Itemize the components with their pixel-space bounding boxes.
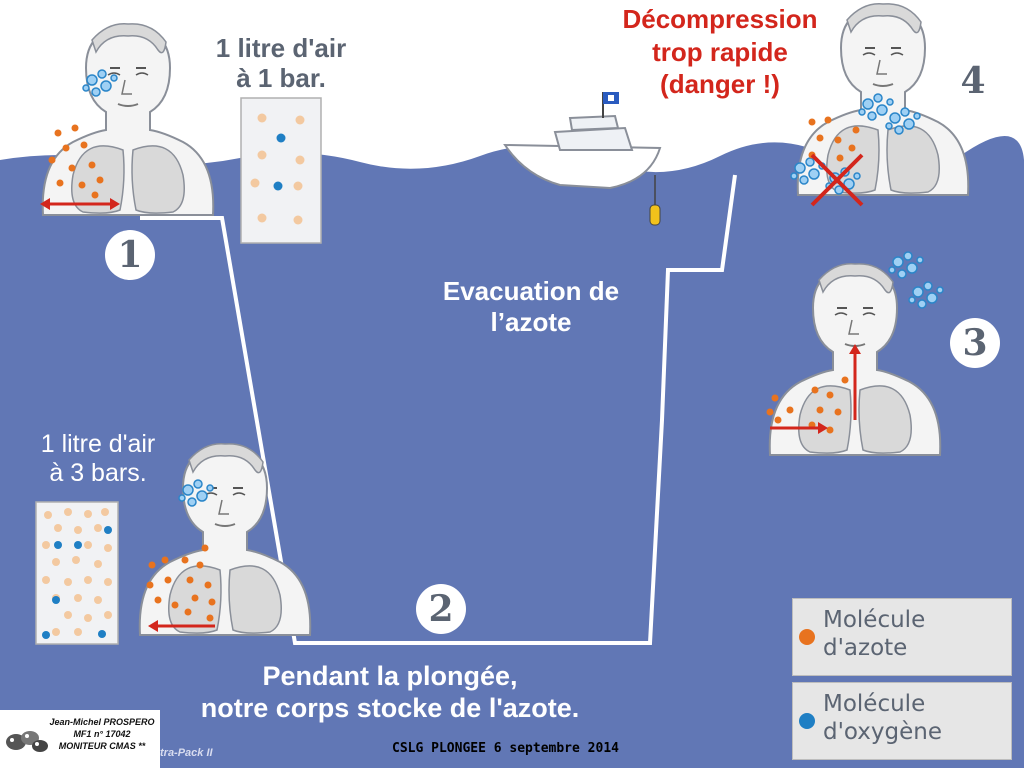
stage-number-1: 1 [105,230,155,280]
stage-number-3: 3 [950,318,1000,368]
nitrogen-dots-stage3 [766,376,849,434]
stage2-caption: Pendant la plongée, notre corps stocke d… [160,660,620,725]
air-box-1bar [240,97,322,244]
stage1-caption-line1: 1 litre d'air [215,33,347,63]
stage3-caption-line2: l’azote [490,307,572,338]
author-line3: MONITEUR CMAS ** [58,741,146,752]
stage1-caption-line2: à 1 bar. [236,62,326,93]
nitrogen-dots-stage1 [48,124,104,199]
stage4-caption-line2: trop rapide [652,36,788,67]
legend-oxygen-label: Molécule d'oxygène [823,691,942,746]
nitrogen-dots-stage2 [146,544,216,622]
buoy [649,204,661,226]
nitrogen-dots-stage4 [808,116,860,162]
author-line2: MF1 n° 17042 [73,729,131,740]
author-badge: Jean-Michel PROSPERO MF1 n° 17042 MONITE… [0,710,160,768]
legend-nitrogen-label: Molécule d'azote [823,607,925,662]
stage2-caption-line2: notre corps stocke de l'azote. [200,693,580,724]
boat [503,92,662,226]
legend-nitrogen: Molécule d'azote [792,598,1012,676]
legend-oxygen: Molécule d'oxygène [792,682,1012,760]
stage4-caption-line3: (danger !) [660,69,780,99]
stage3-caption: Evacuation de l’azote [410,276,652,338]
dive-profile-path [140,174,737,645]
oxygen-dot-icon [799,713,815,729]
stage2-caption-line1: Pendant la plongée, [262,661,518,691]
fish-logo-icon [6,731,48,752]
legend-oxygen-line2: d'oxygène [823,718,942,745]
stage4-caption: Décompression trop rapide (danger !) [580,3,860,101]
pressure-caption-line1: 1 litre d'air [40,430,156,458]
legend-nitrogen-line2: d'azote [823,634,908,661]
legend-nitrogen-line1: Molécule [823,607,926,633]
air-box-3bars [35,501,119,645]
legend-oxygen-line1: Molécule [823,691,926,717]
stage4-caption-line1: Décompression [622,4,818,34]
author-name: Jean-Michel PROSPERO [49,717,155,727]
stage1-caption: 1 litre d'air à 1 bar. [186,33,376,94]
software-watermark: tra-Pack II [160,747,213,759]
danger-cross [810,153,864,207]
stage-number-2: 2 [416,584,466,634]
author-text: Jean-Michel PROSPERO MF1 n° 17042 MONITE… [48,716,156,752]
pressure-caption: 1 litre d'air à 3 bars. [18,430,178,488]
stage3-caption-line1: Evacuation de [442,276,620,306]
footer-text: CSLG PLONGEE 6 septembre 2014 [392,741,619,756]
nitrogen-dot-icon [799,629,815,645]
stage-number-4: 4 [948,56,998,106]
pressure-caption-line2: à 3 bars. [49,458,147,487]
